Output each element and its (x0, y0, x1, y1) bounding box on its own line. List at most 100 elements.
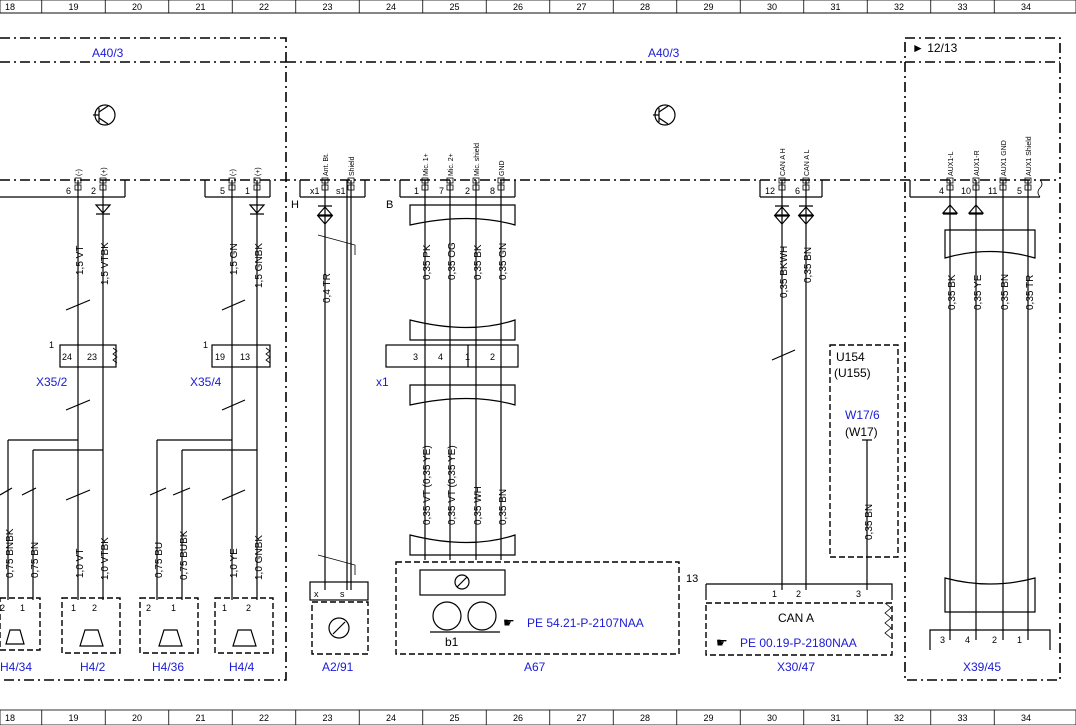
x1-connector (385, 344, 519, 368)
wire-label: 0,75 BU (154, 542, 165, 578)
grid-number: 24 (386, 2, 396, 12)
pin-number: 2 (146, 603, 151, 613)
grid-number: 19 (68, 2, 78, 12)
a67-module (395, 561, 680, 655)
pin-number: 2 (246, 603, 251, 613)
pin-number: 6 (795, 186, 800, 196)
label-u155: (U155) (834, 366, 871, 380)
label-w17-6: W17/6 (845, 408, 880, 422)
grid-number: 22 (259, 2, 269, 12)
pin-number: 1 (245, 186, 250, 196)
pin-label-g1-plus: (+) (101, 167, 108, 176)
label-a67: A67 (524, 660, 546, 674)
pin-label-gnd: GND (499, 160, 506, 176)
label-x1: x1 (376, 375, 389, 389)
label-ref-12-13: ► 12/13 (912, 41, 958, 55)
pin-number: 1 (414, 186, 419, 196)
connector-triangles (94, 204, 985, 225)
pin-number: 1 (1017, 635, 1022, 645)
pin-number: 1 (20, 603, 25, 613)
pin-number: 12 (765, 186, 775, 196)
pin-marker (446, 184, 454, 191)
pin-number: 3 (856, 589, 861, 599)
pe-ref-a67[interactable]: ☛ PE 54.21-P-2107NAA (503, 615, 644, 630)
speaker-h4-34 (0, 597, 41, 651)
wire-label: 0,35 TR (1025, 275, 1036, 310)
pin-number: 4 (939, 186, 944, 196)
grid-number: 28 (640, 713, 650, 723)
pin-number: s1 (336, 186, 346, 196)
pin-number: 3 (413, 352, 418, 362)
wire-label: 0,35 GN (498, 243, 509, 280)
pin-label-mic1: Mic. 1+ (423, 153, 430, 176)
grid-number: 29 (703, 713, 713, 723)
grid-number: 31 (830, 2, 840, 12)
grid-number: 26 (513, 2, 523, 12)
wire-label: 0,35 BN (1000, 274, 1011, 310)
pin-number: 3 (940, 635, 945, 645)
pe-ref-x30-47[interactable]: ☛ PE 00.19-P-2180NAA (716, 635, 857, 650)
label-can-a: CAN A (778, 611, 814, 625)
label-u154: U154 (836, 350, 865, 364)
pin-marker (253, 177, 261, 184)
grid-number: 24 (386, 713, 396, 723)
grid-number: 26 (513, 713, 523, 723)
pin-number: x (314, 589, 319, 599)
grid-number: 21 (195, 2, 205, 12)
grid-number: 27 (576, 2, 586, 12)
wire-label: 0,35 BK (473, 244, 484, 280)
wire-label: 0,35 BN (498, 489, 509, 525)
pin-number: 5 (220, 186, 225, 196)
grid-number: 20 (132, 2, 142, 12)
grid-number: 25 (449, 2, 459, 12)
wire-label: 0,35 VT (0,35 YE) (447, 445, 458, 525)
speaker-wiring-left (0, 299, 257, 600)
pin-marker (99, 184, 107, 191)
grid-number: 30 (767, 2, 777, 12)
pin-marker (778, 184, 786, 191)
pin-number: 13 (240, 352, 250, 362)
pin-marker (802, 177, 810, 184)
transistor-symbol-center (653, 104, 676, 126)
grid-ruler-bottom (0, 709, 1076, 725)
wire-label: 0,35 BK (947, 274, 958, 310)
pin-marker (446, 177, 454, 184)
pin-number: s (340, 589, 345, 599)
x30-47-module (705, 583, 893, 656)
pin-marker (472, 177, 480, 184)
pin-markers (74, 177, 1032, 191)
pe-ref-a67-link: PE 54.21-P-2107NAA (527, 616, 644, 630)
pin-number: 24 (62, 352, 72, 362)
label-x39-45: X39/45 (963, 660, 1001, 674)
pin-number: 4 (965, 635, 970, 645)
label-b1: b1 (445, 635, 459, 649)
pin-marker (228, 177, 236, 184)
grid-number: 19 (68, 713, 78, 723)
pin-number: 19 (215, 352, 225, 362)
pin-label-mic2: Mic. 2+ (448, 153, 455, 176)
pin-number: 6 (66, 186, 71, 196)
label-13: 13 (686, 573, 698, 585)
grid-number: 23 (322, 713, 332, 723)
pin-label-g1-minus: (-) (76, 169, 83, 176)
pin-marker (972, 177, 980, 184)
frame-a40-3 (0, 37, 1061, 681)
grid-number: 20 (132, 713, 142, 723)
grid-number: 18 (5, 713, 15, 723)
pe-ref-x30-47-link: PE 00.19-P-2180NAA (740, 636, 857, 650)
hand-pointer-icon: ☛ (503, 615, 515, 630)
wire-label: 0,35 BN (864, 504, 875, 540)
pin-number: 4 (438, 352, 443, 362)
pin-marker (421, 177, 429, 184)
grid-number: 28 (640, 2, 650, 12)
grid-number: 32 (894, 2, 904, 12)
pin-marker (228, 184, 236, 191)
wire-label: 1,5 GNBK (254, 243, 265, 288)
pin-marker (946, 177, 954, 184)
pin-marker (74, 177, 82, 184)
pin-number: 7 (439, 186, 444, 196)
label-x35-4: X35/4 (190, 375, 222, 389)
label-h4-36: H4/36 (152, 660, 184, 674)
pin-label-aux-r: AUX1-R (974, 150, 981, 176)
pin-number: 11 (988, 186, 997, 196)
